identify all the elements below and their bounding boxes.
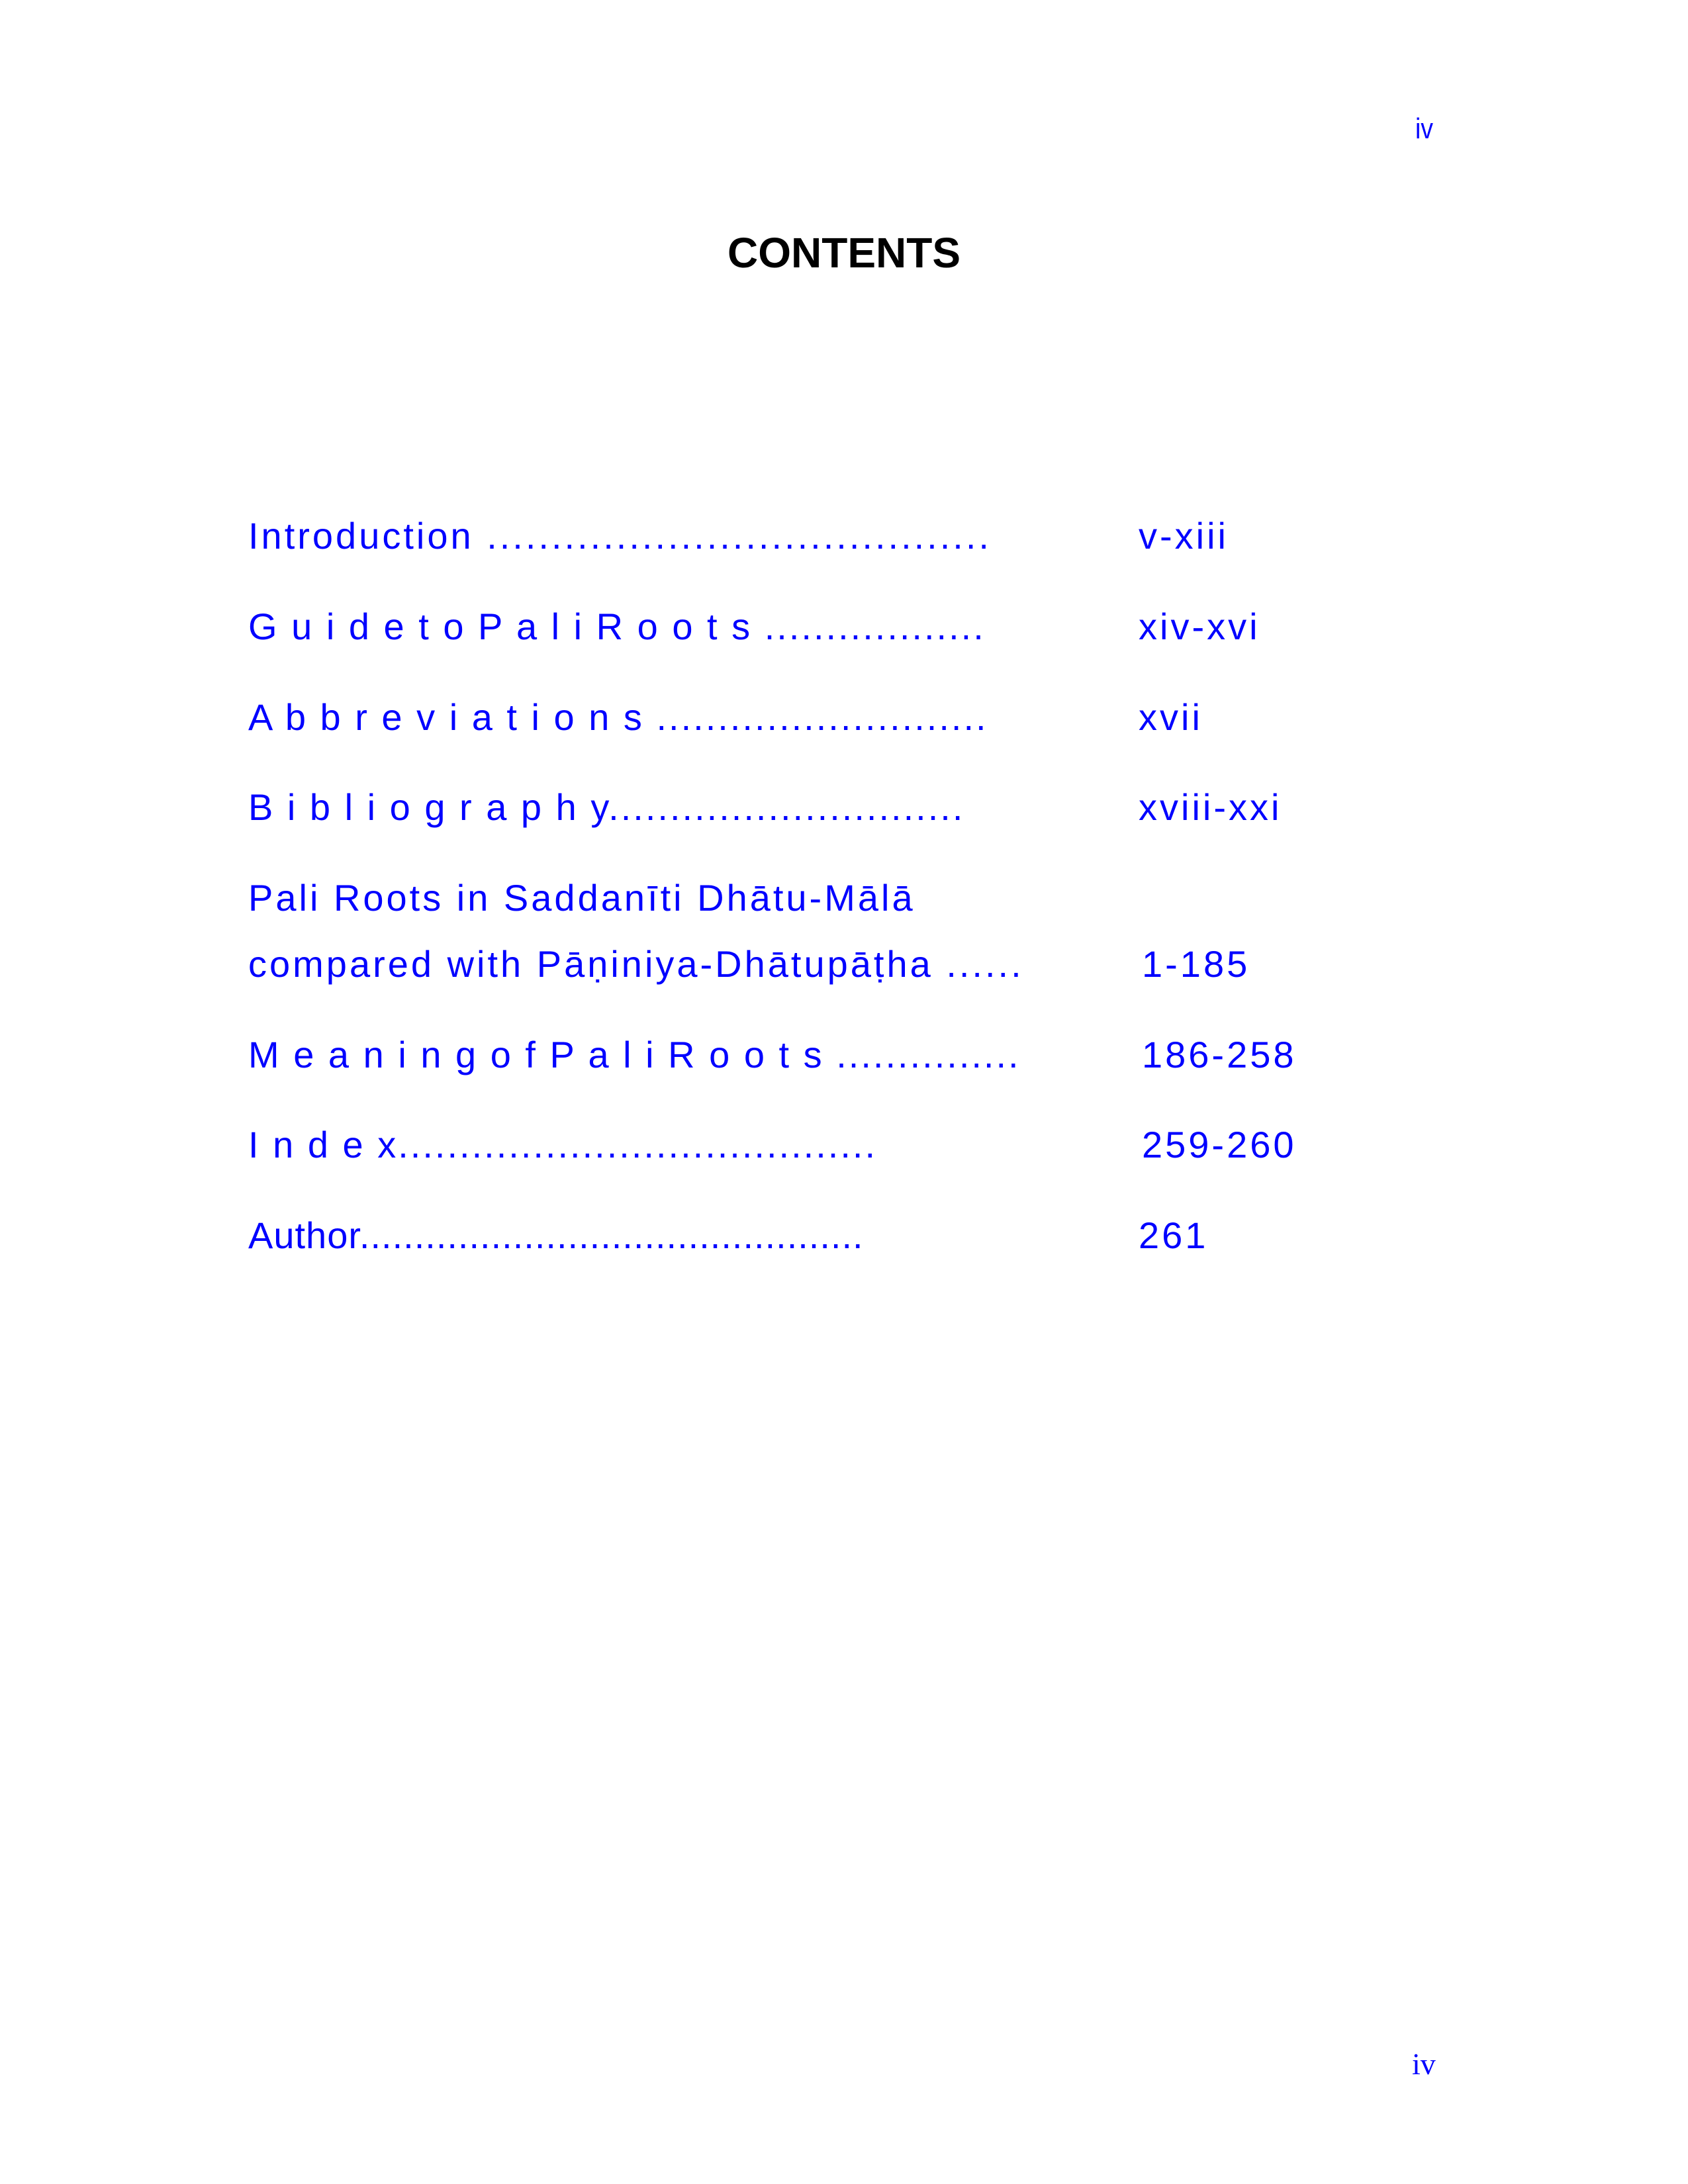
toc-entry-pages: 1-185	[1142, 943, 1250, 985]
toc-entry-pages: 259-260	[1142, 1124, 1297, 1165]
toc-entry-label: compared with Pāṇiniya-Dhātupāṭha ......	[248, 943, 1024, 985]
toc-entry-label: B i b l i o g r a p h y.................…	[248, 786, 965, 828]
toc-entry-label: M e a n i n g o f P a l i R o o t s ....…	[248, 1034, 1021, 1075]
footer-page-number: iv	[1412, 2047, 1436, 2081]
toc-entry-label: Pali Roots in Saddanīti Dhātu-Mālā	[248, 877, 915, 919]
toc-entry-pages: 261	[1139, 1214, 1209, 1256]
toc-entry-pages: 186-258	[1142, 1034, 1297, 1075]
toc-entry-label: Introduction ...........................…	[248, 515, 992, 557]
toc-entry-pages: xviii-xxi	[1139, 786, 1282, 828]
toc-entry-label: I n d e x...............................…	[248, 1124, 878, 1165]
toc-entry-label: Author..................................…	[248, 1214, 864, 1256]
toc-entry-pages: xvii	[1139, 696, 1203, 738]
header-page-number: iv	[1415, 113, 1434, 145]
toc-entry-pages: v-xiii	[1139, 515, 1229, 557]
page-title: CONTENTS	[727, 229, 961, 277]
toc-entry-pages: xiv-xvi	[1139, 606, 1260, 647]
toc-entry-label: G u i d e t o P a l i R o o t s ........…	[248, 606, 986, 647]
toc-entry-label: A b b r e v i a t i o n s ..............…	[248, 696, 988, 738]
